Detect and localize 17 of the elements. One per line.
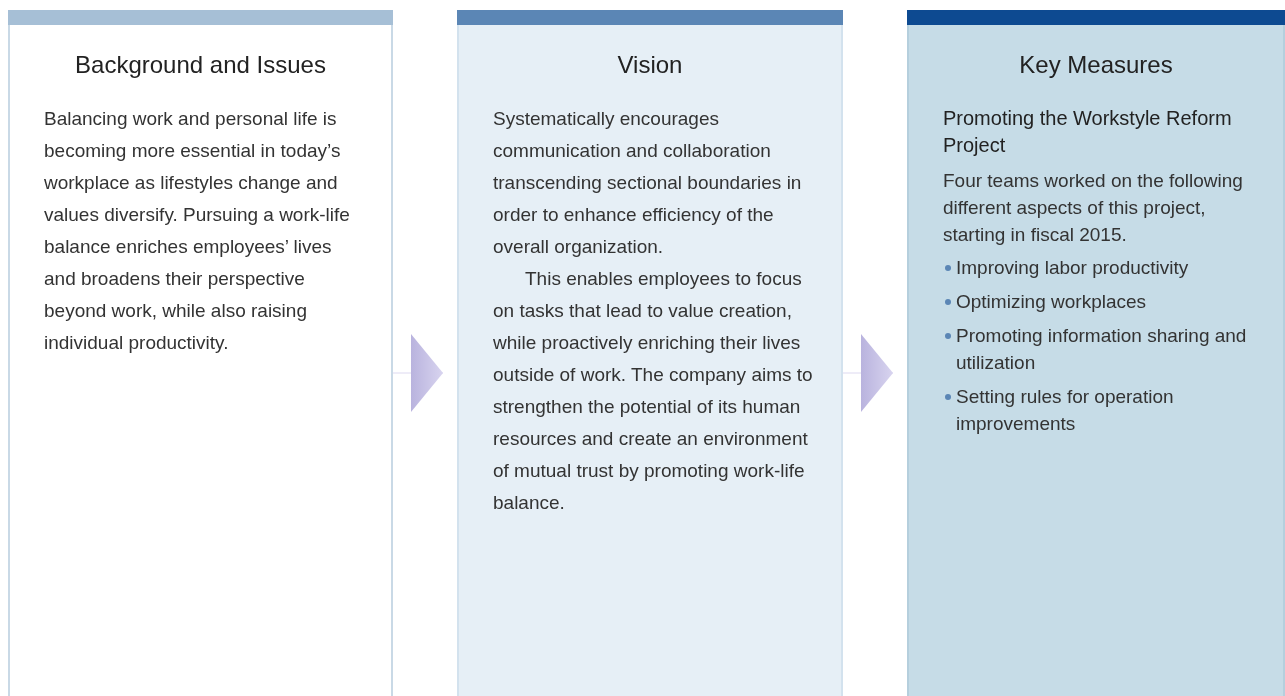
panel — [457, 10, 843, 696]
paragraph: Four teams worked on the following different aspects of this project, starting in fiscal 2015. — [943, 169, 1244, 247]
paragraph: Balancing work and personal life is becoming more essential in today’s workplace as lifestyles change and values diversify. Pursuing a work-life balance enriches employees’ lives and broadens their perspective beyond work, while also raising individual productivity. — [44, 107, 351, 355]
panel — [8, 10, 393, 696]
panel-heading: Background and Issues — [74, 51, 327, 79]
list-item: Setting rules for operation improvements — [956, 386, 1174, 434]
panel-heading: Vision — [616, 51, 684, 79]
list-item: Optimizing workplaces — [956, 291, 1147, 312]
list-item: Improving labor productivity — [956, 257, 1189, 278]
paragraph: Systematically encourages communication and collaboration transcending sectional boundaries in order to enhance efficiency of the overall organization. — [493, 107, 803, 259]
paragraph: This enables employees to focus on tasks that lead to value creation, while proactively enriching their lives outside of work. The company aims to strengthen the potential of its human resources and create an environment of mutual trust by promoting work-life balance. — [493, 267, 814, 515]
chevron-arrow — [392, 334, 444, 412]
panel-heading: Key Measures — [1018, 51, 1174, 79]
subheading: Promoting the Workstyle Reform Project — [943, 106, 1233, 158]
list-item: Promoting information sharing and utilization — [956, 325, 1247, 373]
panel — [907, 10, 1285, 696]
chevron-arrow — [842, 334, 894, 412]
